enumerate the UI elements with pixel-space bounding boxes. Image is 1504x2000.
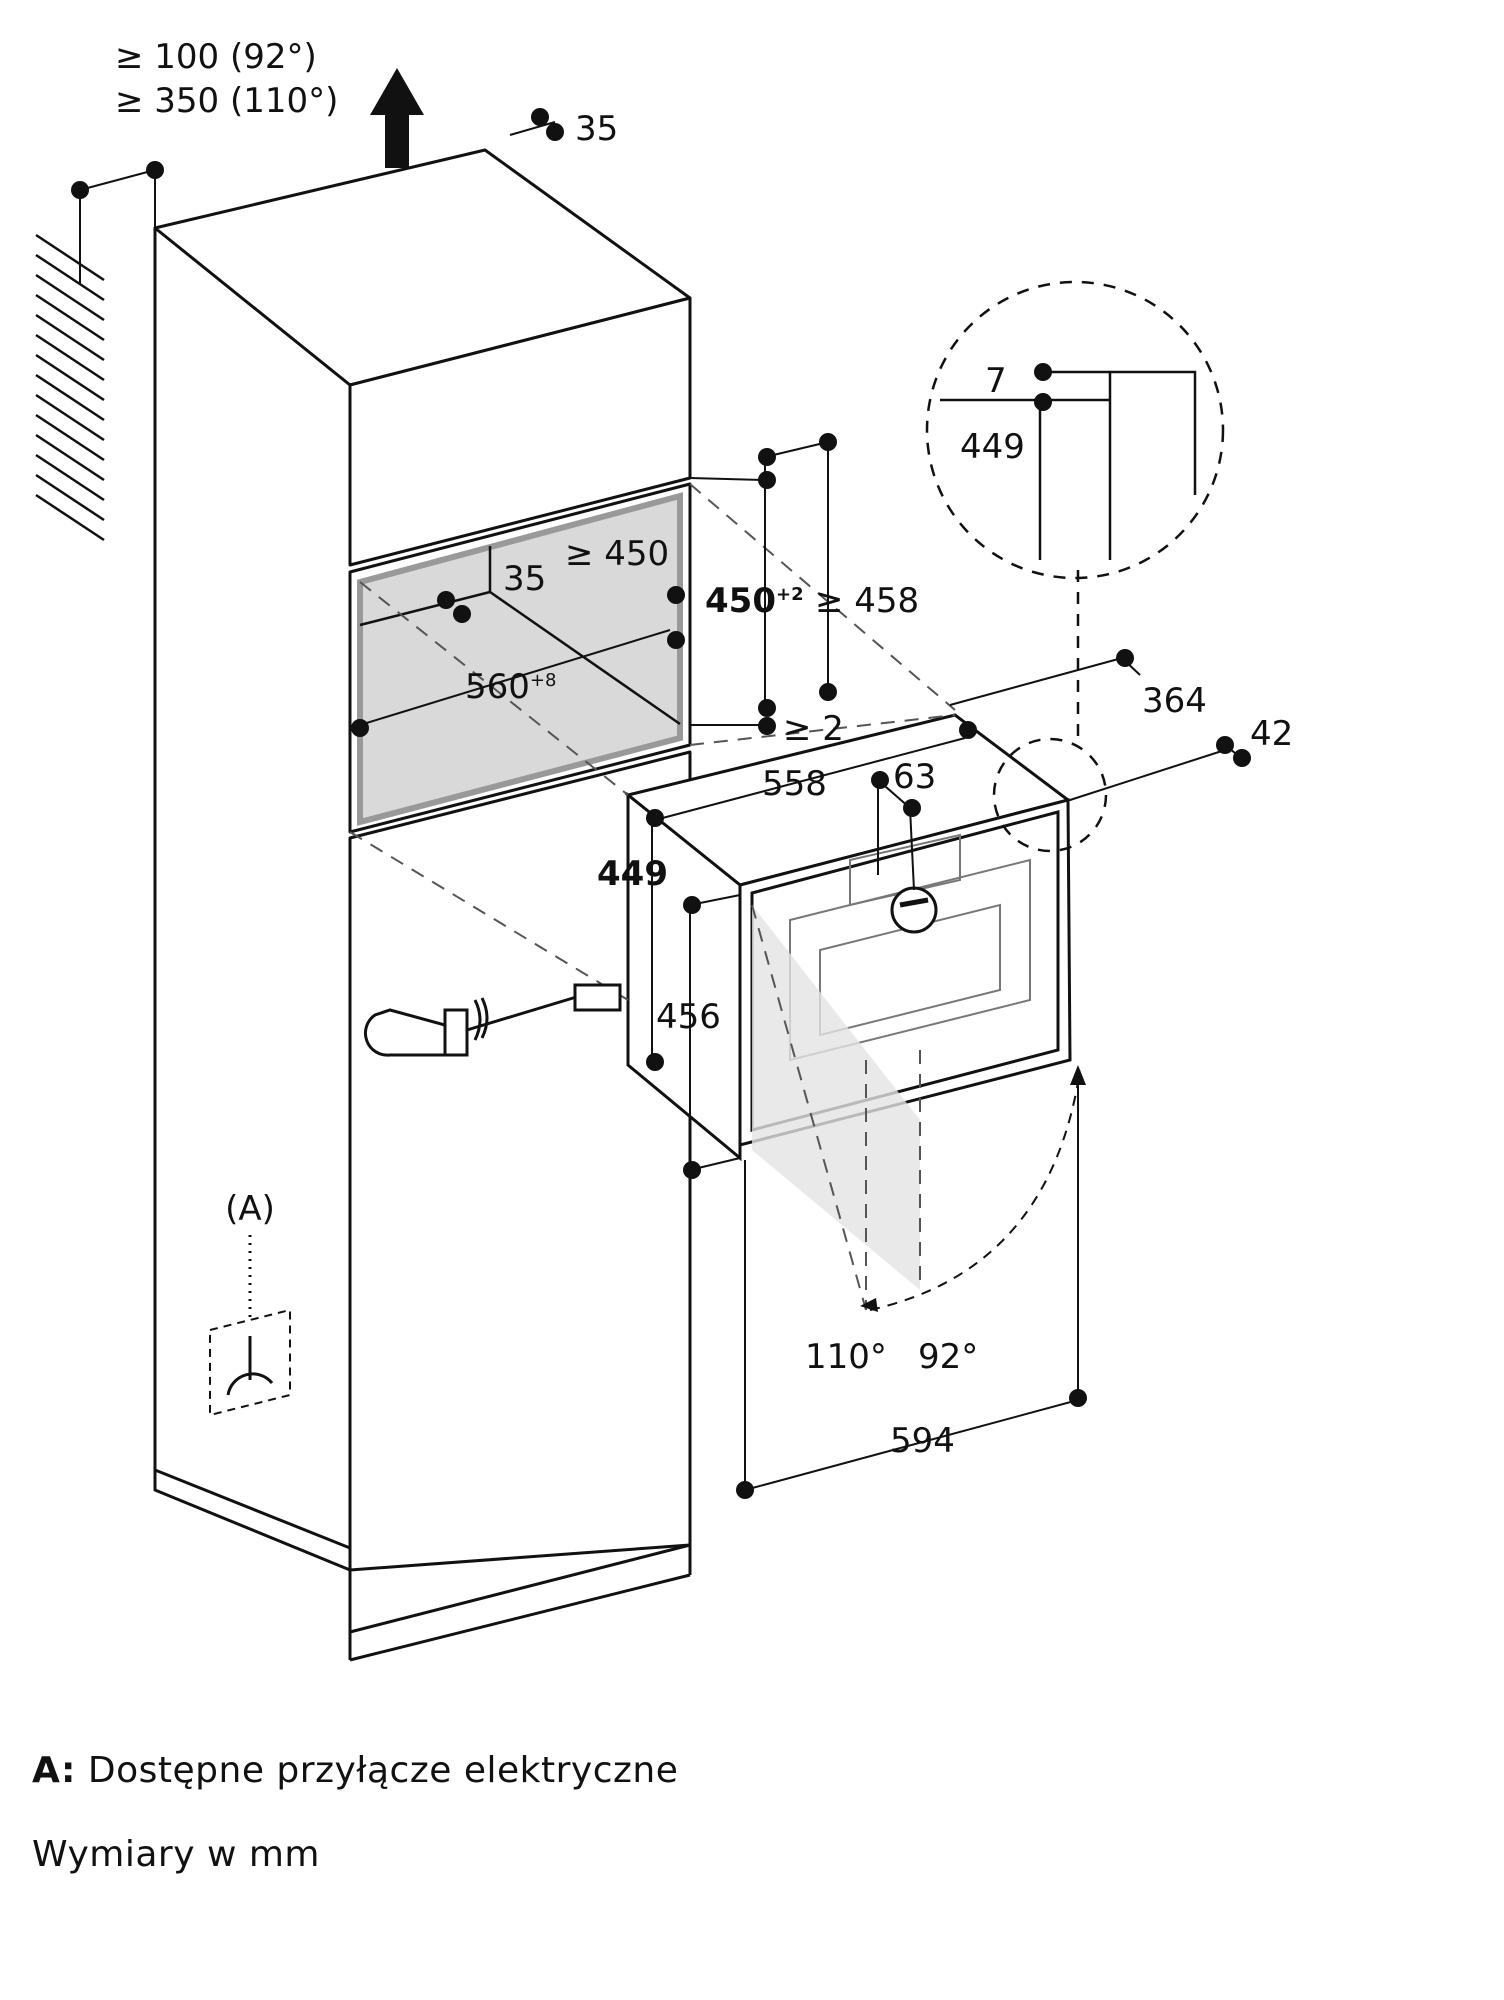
dim-front-width: 594 — [890, 1421, 955, 1461]
niche-height-value: 450 — [705, 581, 776, 621]
dim-top-35: 35 — [575, 109, 618, 149]
dim-niche-depth: ≥ 450 — [565, 534, 669, 574]
dim-front-height: 456 — [656, 997, 721, 1037]
niche-lines — [359, 546, 681, 726]
cabinet — [153, 148, 692, 1662]
clearance-top-2: ≥ 350 (110°) — [115, 81, 338, 121]
dim-42: 42 — [1250, 714, 1293, 754]
wall-hatching — [35, 233, 105, 542]
dim-gap: ≥ 2 — [783, 709, 844, 749]
legend-a: A: Dostępne przyłącze elektryczne — [32, 1750, 678, 1791]
dimension-dots — [71, 108, 1251, 1499]
projection-lines — [349, 483, 956, 1311]
power-plug-icon — [364, 983, 622, 1057]
detail-circle — [925, 280, 1225, 853]
door-swing — [752, 905, 920, 1290]
niche-width-value: 560 — [465, 667, 530, 707]
height-arrow-icon — [1070, 1065, 1086, 1085]
dim-detail-449: 449 — [960, 427, 1025, 467]
dim-angle-110: 110° — [805, 1337, 887, 1377]
dim-angle-92: 92° — [918, 1337, 978, 1377]
dim-body-height: 449 — [597, 854, 668, 894]
dim-pipe-63: 63 — [893, 757, 936, 797]
vent-arrow-icon — [370, 68, 424, 168]
dim-inner-35: 35 — [503, 559, 546, 599]
spout-knob-icon — [890, 886, 938, 934]
connection-a-marker: (A) — [209, 1189, 291, 1417]
legend-a-key: A: — [32, 1750, 76, 1791]
dim-364: 364 — [1142, 681, 1207, 721]
niche-height-tolerance: +2 — [776, 584, 804, 605]
dim-body-width: 558 — [762, 764, 827, 804]
swing-arrow-icon — [860, 1298, 878, 1312]
niche-interior — [357, 492, 683, 826]
dim-niche-height: 450+2 — [705, 581, 804, 621]
dim-niche-width: 560+8 — [465, 667, 556, 707]
connection-label: (A) — [225, 1189, 275, 1229]
dim-detail-7: 7 — [985, 361, 1007, 401]
niche-width-tolerance: +8 — [530, 670, 557, 691]
legend-units: Wymiary w mm — [32, 1834, 320, 1875]
dim-min-height: ≥ 458 — [815, 581, 919, 621]
legend-a-text: Dostępne przyłącze elektryczne — [87, 1750, 679, 1791]
clearance-top-1: ≥ 100 (92°) — [115, 37, 317, 77]
